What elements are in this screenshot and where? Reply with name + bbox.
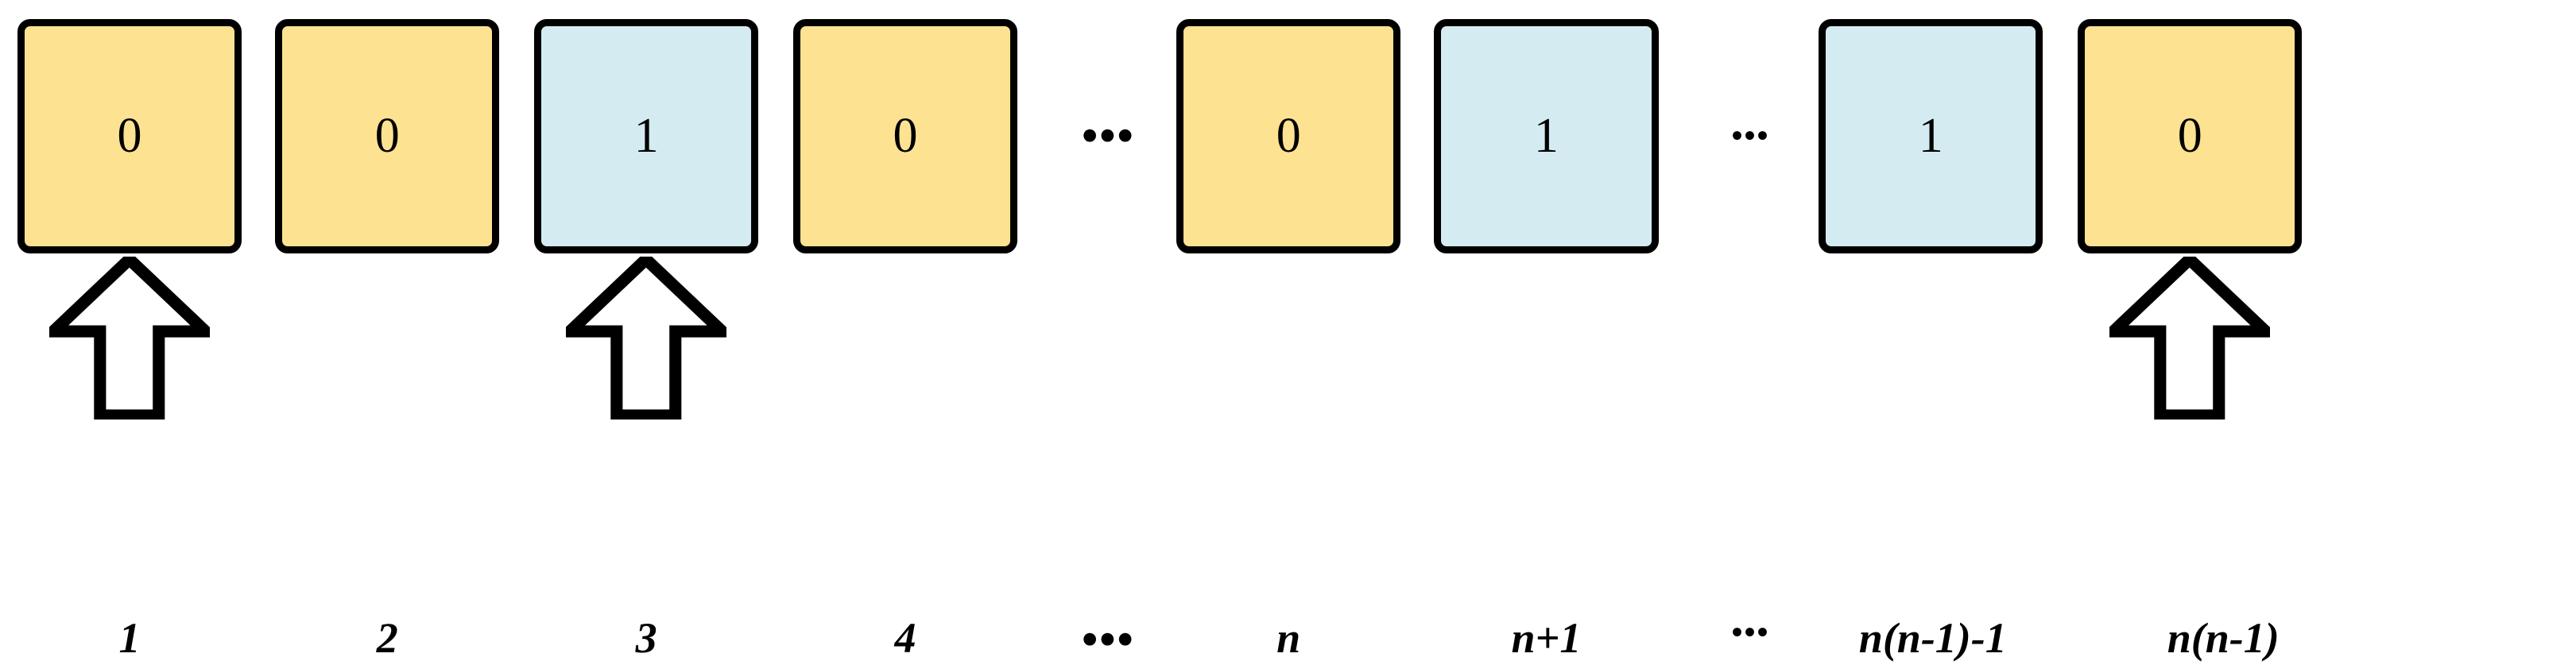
- gene-cell[interactable]: 1: [1434, 18, 1659, 254]
- gene-cell[interactable]: 0: [2078, 18, 2303, 254]
- arc-index-label: 4: [894, 614, 916, 663]
- arc-index-label: n: [1276, 614, 1301, 663]
- gene-cell[interactable]: 1: [1819, 18, 2043, 254]
- arc-index-label: 1: [118, 614, 141, 663]
- arc-index-label: 2: [376, 614, 398, 663]
- arc-index-label: 3: [635, 614, 657, 663]
- up-arrow-icon: [566, 256, 726, 419]
- arc-row-ellipsis: •••: [1081, 613, 1135, 665]
- up-arrow-icon: [49, 256, 210, 419]
- up-arrow-icon: [2109, 256, 2270, 419]
- arc-index-label: n+1: [1511, 614, 1582, 663]
- gene-row-ellipsis: •••: [1081, 110, 1135, 162]
- gene-cell[interactable]: 0: [17, 18, 242, 254]
- gene-cell[interactable]: 0: [792, 18, 1018, 254]
- gene-row-ellipsis: •••: [1731, 118, 1770, 154]
- gene-cell[interactable]: 0: [1176, 18, 1401, 254]
- arc-index-label: n(n-1)-1: [1858, 614, 2007, 663]
- gene-cell[interactable]: 1: [534, 18, 759, 254]
- gene-cell[interactable]: 0: [275, 18, 500, 254]
- arc-index-label: n(n-1): [2167, 614, 2280, 663]
